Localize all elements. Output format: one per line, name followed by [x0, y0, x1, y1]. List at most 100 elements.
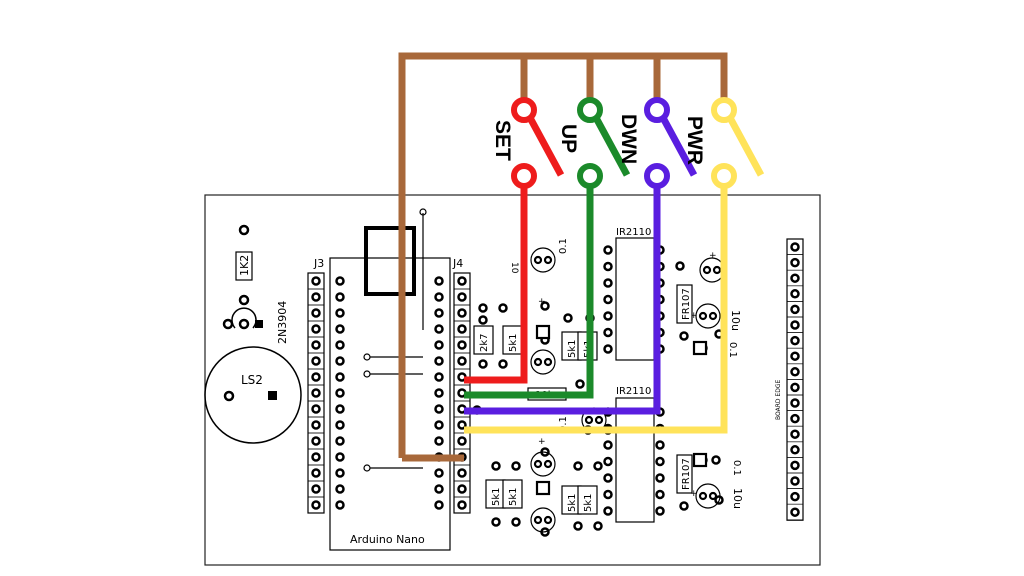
pad [575, 379, 585, 389]
header-pin [457, 324, 467, 334]
plus-sign: + [538, 297, 546, 307]
switch-contact-bottom-set [511, 163, 537, 189]
header-pin [790, 273, 800, 283]
header-pin [311, 404, 321, 414]
nano-pin [335, 276, 345, 286]
plus-sign: + [690, 311, 698, 321]
pad [573, 461, 583, 471]
diode-fr107-label: FR107 [681, 458, 692, 490]
ic-pin [603, 344, 613, 354]
ic-pin [655, 456, 665, 467]
nano-pin [335, 388, 345, 398]
header-pin [311, 356, 321, 366]
ic-pin [603, 278, 613, 288]
header-pin [457, 468, 467, 478]
header-j4-label: J4 [452, 257, 463, 270]
switch-contact-bottom-dwn [644, 163, 670, 189]
pad [478, 359, 488, 369]
header-pin [790, 460, 800, 471]
nano-pin [335, 292, 345, 302]
switch-lever-up [590, 112, 631, 177]
header-pin [790, 445, 800, 455]
diode-fr107-label: FR107 [681, 288, 692, 320]
usb-connector [364, 226, 416, 296]
pad [540, 301, 550, 311]
switch-label-pwr: PWR [683, 116, 706, 165]
pad [679, 331, 689, 341]
transistor-label: 2N3904 [276, 301, 289, 344]
ir2110-top-body [615, 237, 655, 361]
pad [679, 501, 689, 511]
header-pin [790, 257, 800, 268]
header-pin [311, 372, 321, 382]
ic-pin [655, 506, 665, 516]
header-pin [790, 382, 800, 393]
ir2110-top-label: IR2110 [616, 227, 651, 238]
capacitor-body [530, 507, 556, 533]
header-pin [311, 500, 321, 510]
header-pin [790, 367, 800, 377]
capacitor-body [695, 303, 721, 329]
pad [711, 455, 721, 465]
pad [498, 303, 508, 313]
nano-pin [335, 340, 345, 350]
nano-pin [434, 404, 444, 414]
cap-0.1-label: 0.1 [731, 460, 742, 476]
resistor-5k1-label: 5k1 [508, 487, 519, 506]
pad [511, 517, 521, 527]
square-pad [692, 452, 708, 468]
diode-fr107-body [676, 284, 693, 324]
ic-pin [603, 245, 613, 255]
nano-pin [434, 436, 444, 446]
header-pin [790, 491, 800, 502]
plus-sign: + [538, 437, 546, 447]
header-pin [311, 340, 321, 350]
capacitor-body [530, 247, 556, 273]
pad [593, 461, 603, 471]
cap-10u-label: 10u [729, 310, 742, 331]
header-pin [457, 276, 467, 286]
ic-pin [603, 261, 613, 272]
switch-label-set: SET [491, 120, 514, 161]
resistor-1k2-label: 1K2 [238, 255, 251, 276]
header-pin [311, 292, 321, 302]
pad [498, 359, 508, 369]
ic-pin [603, 506, 613, 516]
switch-contact-bottom-pwr [711, 163, 737, 189]
pad [511, 461, 521, 471]
cap-0.1-label: 0.1 [558, 416, 569, 432]
buzzer-label: LS2 [241, 373, 263, 387]
wire-pwr [464, 176, 728, 434]
nano-pin [335, 420, 345, 430]
resistor-2k7-label: 2k7 [479, 333, 490, 352]
wire-set [464, 176, 528, 384]
ir2110-bottom-body [615, 397, 655, 523]
nano-pin [434, 420, 444, 430]
pad [491, 461, 501, 471]
switch-contact-top-dwn [644, 97, 670, 123]
header-pin [311, 388, 321, 398]
square-pad [692, 340, 708, 356]
header-pin [311, 420, 321, 430]
header-pin [790, 507, 800, 517]
header-pin [311, 308, 321, 318]
common-bus-wire [398, 52, 728, 462]
resistor-5k1-label: 5k1 [567, 493, 578, 512]
wire-up [464, 176, 594, 399]
nano-pin [335, 372, 345, 382]
switch-lever-set [524, 112, 565, 177]
resistor-10-label: 10 [509, 262, 519, 274]
switch-label-dwn: DWN [617, 114, 640, 164]
nano-pin [434, 500, 444, 510]
nano-pin [335, 404, 345, 414]
ic-pin [655, 489, 665, 500]
switch-contact-top-up [577, 97, 603, 123]
nano-pin [434, 324, 444, 334]
header-pin [790, 242, 800, 252]
ic-pin [603, 473, 613, 483]
header-pin [457, 308, 467, 318]
buzzer-ls2: LS2 [204, 346, 302, 444]
nano-pin [434, 484, 444, 494]
nano-pin [335, 500, 345, 510]
